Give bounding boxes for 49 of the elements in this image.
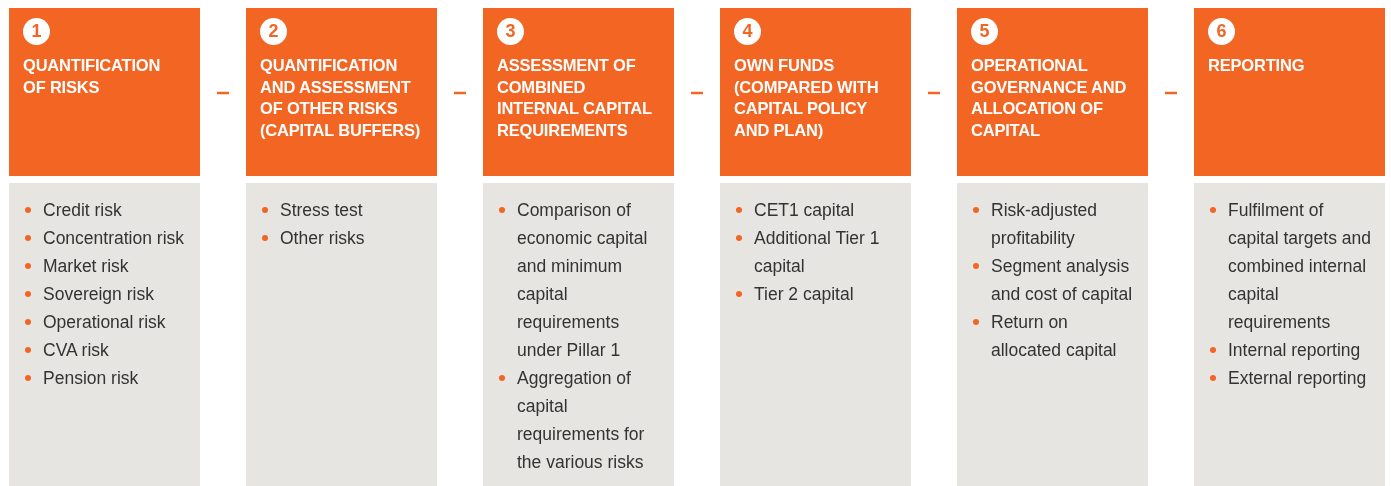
step-number: 2 [260,18,287,45]
connector-dash [1165,91,1177,95]
bullet-item: Sovereign risk [23,280,190,308]
step-detail-panel [957,183,1148,486]
step-detail-panel [483,183,674,486]
step-heading: QUANTIFICATION OF RISKS [23,55,162,98]
step-number: 5 [971,18,998,45]
step-header-box [1194,8,1385,176]
step-detail-panel [720,183,911,486]
connector-dash [454,91,466,95]
step-heading: REPORTING [1208,55,1306,76]
bullet-item: Operational risk [23,308,190,336]
step-number: 6 [1208,18,1235,45]
step-detail-panel [1194,183,1385,486]
bullet-item: Market risk [23,252,190,280]
bullet-item: Aggregation of capital requirements for the various risks [497,364,664,476]
step-header-box [9,8,200,176]
bullet-item: CET1 capital [734,196,901,224]
bullet-item: Comparison of economic capital and minimum capital requirements under Pillar 1 [497,196,664,364]
step-detail-panel [9,183,200,486]
bullet-item: CVA risk [23,336,190,364]
step-heading: OWN FUNDS (COMPARED WITH CAPITAL POLICY AND PLAN) [734,55,880,141]
bullet-item: Tier 2 capital [734,280,901,308]
bullet-item: External reporting [1208,364,1375,392]
bullet-item: Pension risk [23,364,190,392]
bullet-item: Segment analysis and cost of capital [971,252,1138,308]
bullet-item: Credit risk [23,196,190,224]
connector-dash [691,91,703,95]
step-detail-panel [246,183,437,486]
step-heading: QUANTIFICATION AND ASSESSMENT OF OTHER RISKS (CAPITAL BUFFERS) [260,55,422,141]
bullet-item: Other risks [260,224,427,252]
step-header-box [957,8,1148,176]
step-number: 1 [23,18,50,45]
step-number: 3 [497,18,524,45]
connector-dash [928,91,940,95]
connector-dash [217,91,229,95]
bullet-item: Return on allocated capital [971,308,1138,364]
step-heading: ASSESSMENT OF COMBINED INTERNAL CAPITAL REQUIREMENTS [497,55,653,141]
bullet-item: Concentration risk [23,224,190,252]
step-header-box [246,8,437,176]
step-number: 4 [734,18,761,45]
step-header-box [483,8,674,176]
step-heading: OPERATIONAL GOVERNANCE AND ALLOCATION OF CAPITAL [971,55,1128,141]
bullet-item: Risk-adjusted profitability [971,196,1138,252]
bullet-item: Stress test [260,196,427,224]
step-header-box [720,8,911,176]
bullet-item: Internal reporting [1208,336,1375,364]
bullet-item: Fulfilment of capital targets and combined internal capital requirements [1208,196,1375,336]
bullet-item: Additional Tier 1 capital [734,224,901,280]
